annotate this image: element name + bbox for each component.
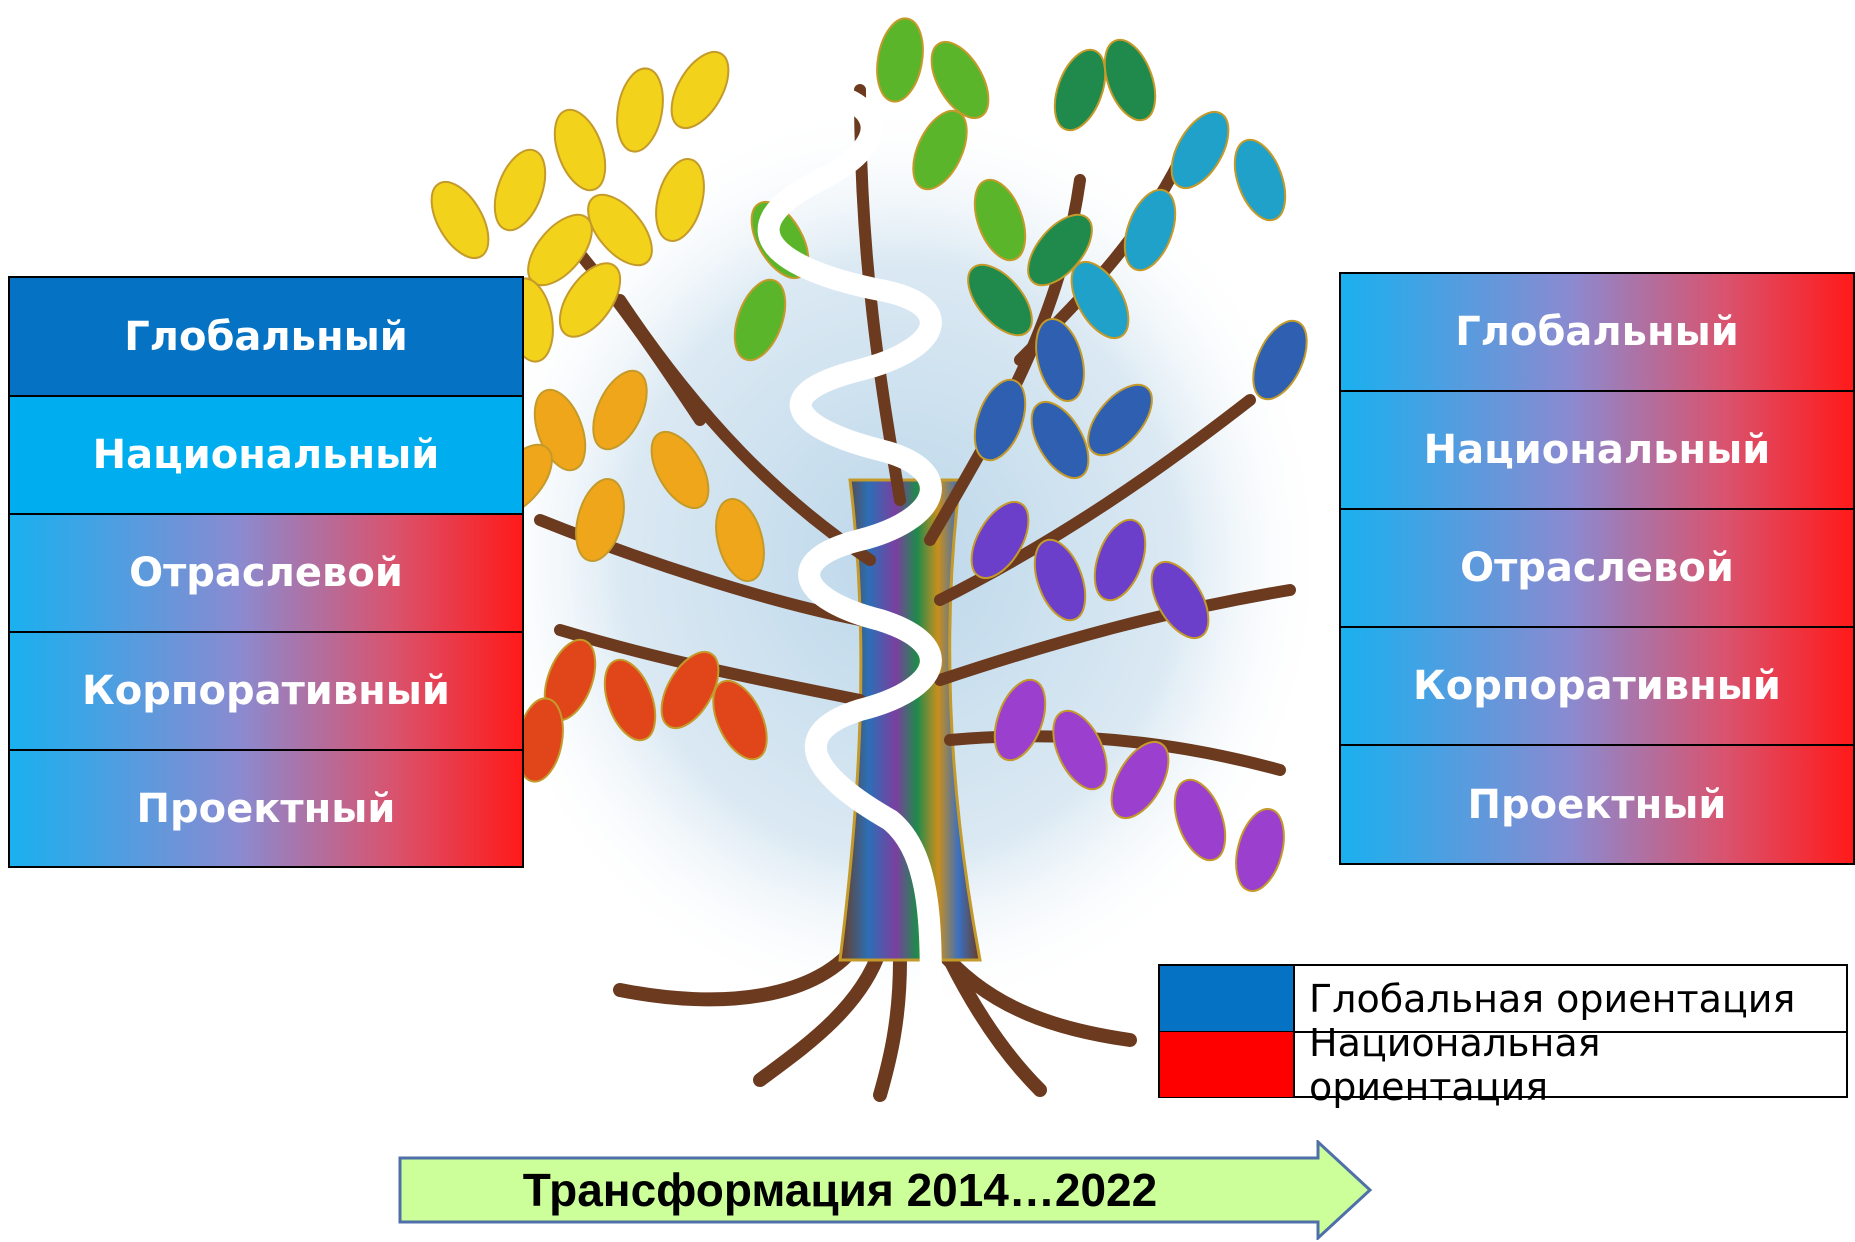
left-row-corporate: Корпоративный: [10, 633, 522, 751]
tree-leaves: [430, 17, 1308, 892]
transformation-label: Трансформация 2014…2022: [522, 1164, 1158, 1216]
left-row-label: Проектный: [136, 785, 396, 832]
arrow-shape: [398, 1140, 1373, 1240]
wave-ribbon: [757, 74, 942, 1071]
right-row-label: Национальный: [1423, 427, 1771, 473]
legend-item-national: Национальная ориентация: [1160, 1020, 1846, 1109]
right-row-label: Отраслевой: [1460, 545, 1734, 591]
right-row-global: Глобальный: [1341, 274, 1853, 392]
right-row-project: Проектный: [1341, 746, 1853, 863]
legend: Глобальная ориентация Национальная ориен…: [1158, 964, 1848, 1109]
left-row-label: Национальный: [92, 432, 440, 478]
legend-label: Национальная ориентация: [1309, 1020, 1601, 1109]
left-row-project: Проектный: [10, 751, 522, 866]
left-row-national: Национальный: [10, 397, 522, 515]
right-row-industry: Отраслевой: [1341, 510, 1853, 628]
legend-swatch-blue: [1160, 966, 1295, 1031]
left-row-label: Отраслевой: [129, 550, 403, 596]
left-row-industry: Отраслевой: [10, 515, 522, 633]
left-row-global: Глобальный: [10, 278, 522, 397]
legend-item-global: Глобальная ориентация: [1160, 966, 1846, 1033]
transformation-arrow: [398, 1140, 1373, 1240]
right-row-corporate: Корпоративный: [1341, 628, 1853, 746]
legend-label: Глобальная ориентация: [1309, 976, 1796, 1021]
left-row-label: Корпоративный: [82, 668, 450, 714]
right-row-national: Национальный: [1341, 392, 1853, 510]
tree-roots: [613, 933, 1137, 1102]
legend-swatch-red: [1160, 1032, 1295, 1097]
left-levels-table: Глобальный Национальный Отраслевой Корпо…: [8, 276, 524, 868]
right-row-label: Глобальный: [1455, 309, 1739, 355]
right-levels-table: Глобальный Национальный Отраслевой Корпо…: [1339, 272, 1855, 865]
right-row-label: Корпоративный: [1413, 663, 1781, 709]
right-row-label: Проектный: [1467, 781, 1727, 828]
left-row-label: Глобальный: [124, 313, 408, 360]
